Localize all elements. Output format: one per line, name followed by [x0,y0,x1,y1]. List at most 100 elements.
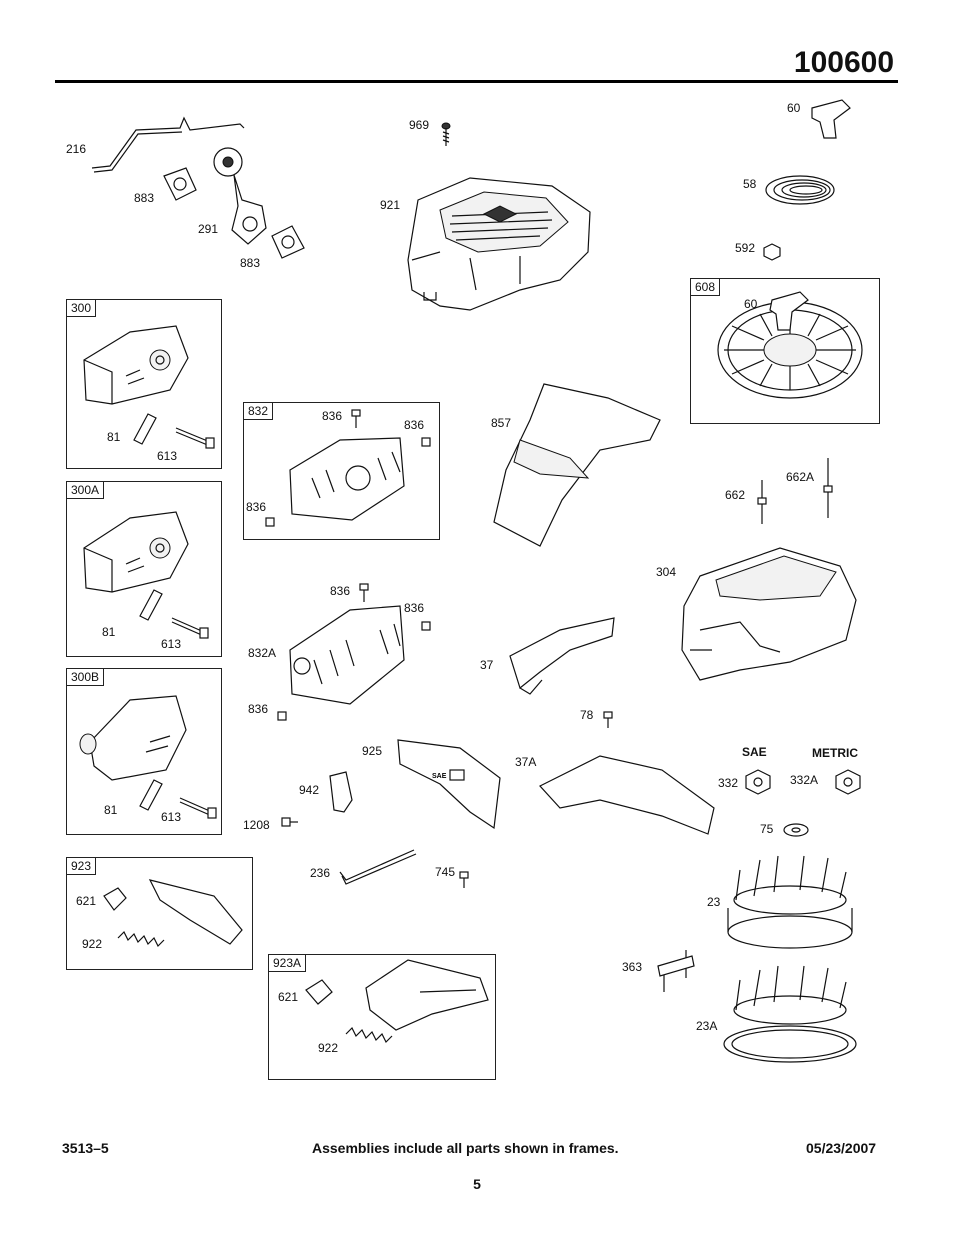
frame-label: 923 [66,857,97,875]
bolt-icon [179,797,217,819]
muffler-strap-icon [139,779,163,811]
frame-300: 300 [66,299,222,469]
part-label: 621 [278,990,299,1004]
muffler-strap-icon [139,589,163,621]
part-label: 613 [157,449,178,463]
sae-note: SAE [742,745,767,759]
frame-832: 832 [243,402,440,540]
control-bracket-icon [397,739,501,830]
part-label: 922 [318,1041,339,1055]
fan-housing-icon [681,547,857,681]
part-label: 883 [134,191,155,205]
part-label: 81 [104,803,118,817]
part-label: 836 [330,584,351,598]
part-label: 836 [404,418,425,432]
part-label: 613 [161,637,182,651]
bolt-icon [359,583,369,602]
muffler-icon [83,325,189,405]
part-label: 81 [107,430,121,444]
frame-label: 832 [243,402,274,420]
recoil-spring-icon [765,175,835,205]
air-guide-icon [509,617,615,695]
part-label: 921 [380,198,401,212]
screw-icon [441,122,451,146]
part-label: 78 [580,708,594,722]
gasket-icon [163,167,197,201]
part-label: 832A [248,646,277,660]
nut-icon [763,243,781,261]
bolt-icon [277,711,287,721]
part-label: 216 [66,142,87,156]
spring-icon [345,1026,393,1044]
part-label: 332 [718,776,739,790]
baffle-icon [493,383,661,547]
carb-bracket-icon [213,147,267,245]
screw-icon [459,871,469,888]
governor-control-icon [305,959,489,1031]
bolt-icon [171,617,209,639]
part-label: 236 [310,866,331,880]
part-label: 613 [161,810,182,824]
spring-icon [117,930,165,948]
part-label: 592 [735,241,756,255]
governor-control-icon [103,879,243,945]
part-label: 922 [82,937,103,951]
muffler-icon [79,695,187,781]
flywheel-icon [723,965,857,1063]
footer-center: Assemblies include all parts shown in fr… [312,1140,619,1156]
muffler-strap-icon [133,413,157,445]
part-label: 836 [248,702,269,716]
nut-icon [745,769,771,795]
frame-923: 923 [66,857,253,970]
clamp-icon [657,950,695,992]
header-rule [55,80,898,83]
part-label: 857 [491,416,512,430]
frame-923A: 923A [268,954,496,1080]
air-guide-icon [539,755,715,835]
frame-label: 300A [66,481,105,499]
part-label: 37 [480,658,494,672]
footer-date: 05/23/2007 [806,1140,877,1156]
bolt-icon [421,437,431,447]
part-label: 23A [696,1019,718,1033]
part-label: 58 [743,177,757,191]
rewind-starter-icon [717,291,863,399]
part-label: 81 [102,625,116,639]
bolt-icon [281,817,298,827]
sae-stamp: SAE [432,773,447,780]
part-label: 969 [409,118,430,132]
part-label: 291 [198,222,219,236]
washer-icon [783,823,809,837]
link-rod-icon [91,116,245,173]
bolt-icon [421,621,431,631]
part-label: 60 [744,297,758,311]
frame-label: 300B [66,668,105,686]
part-label: 836 [322,409,343,423]
gasket-icon [271,225,305,259]
frame-label: 923A [268,954,307,972]
frame-608: 608 [690,278,880,424]
part-label: 942 [299,783,320,797]
stud-icon [757,480,767,524]
part-label: 883 [240,256,261,270]
bolt-icon [265,517,275,527]
part-label: 75 [760,822,774,836]
part-label: 836 [404,601,425,615]
part-label: 363 [622,960,643,974]
starter-handle-icon [811,99,851,139]
part-label: 1208 [243,818,270,832]
part-label: 662A [786,470,815,484]
part-label: 332A [790,773,819,787]
part-label: 662 [725,488,746,502]
frame-300B: 300B [66,668,222,835]
screw-icon [603,711,613,728]
document-number: 100600 [793,46,894,79]
metric-note: METRIC [812,746,858,760]
link-rod-icon [339,849,417,885]
footer-left: 3513–5 [62,1140,109,1156]
part-label: 37A [515,755,537,769]
flywheel-icon [727,855,853,949]
page-number: 5 [473,1176,481,1192]
bolt-icon [351,409,361,428]
